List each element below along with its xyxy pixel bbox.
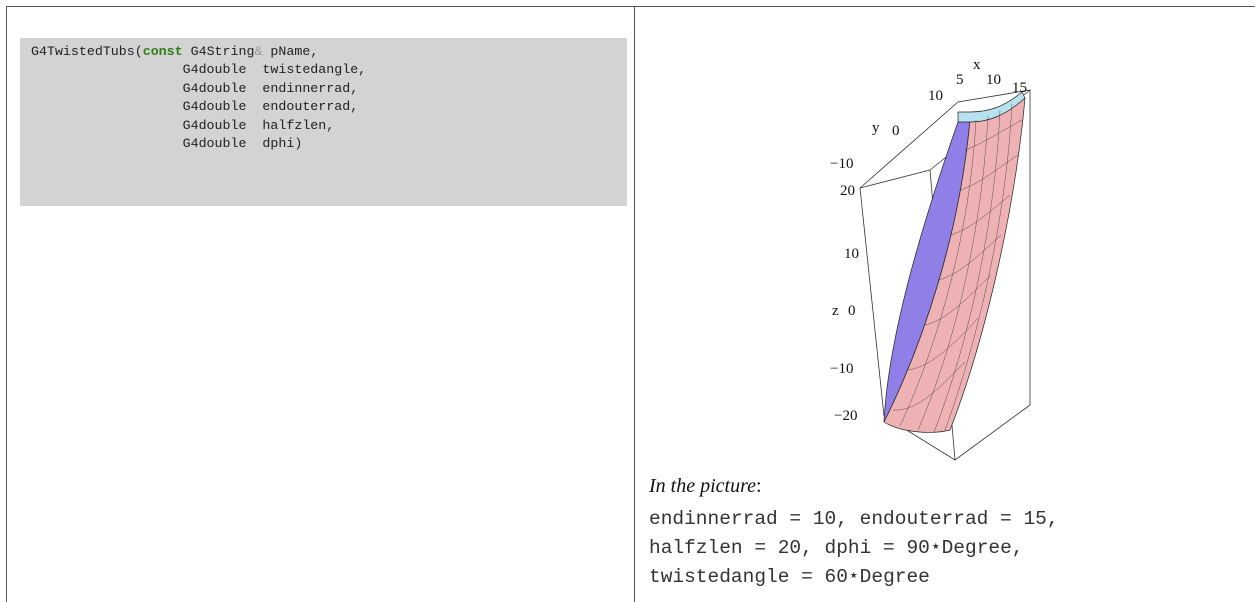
param-twistedangle: twistedangle, <box>262 62 367 78</box>
parameter-line: halfzlen = 20, dphi = 90⋆Degree, <box>649 537 1024 559</box>
figure-caption: In the picture: <box>649 475 762 498</box>
const-keyword: const <box>142 44 183 59</box>
param-type: G4double <box>182 117 247 133</box>
surface-mesh <box>892 103 1023 433</box>
y-tick: 10 <box>928 88 943 104</box>
function-name: G4TwistedTubs <box>31 44 135 59</box>
string-type: G4String <box>190 44 255 59</box>
param-type: G4double <box>182 99 247 115</box>
code-line-param: G4double endinnerrad, <box>31 80 627 98</box>
code-line-signature: G4TwistedTubs(const G4String& pName, <box>31 44 319 59</box>
x-tick: 10 <box>986 72 1001 88</box>
caption-label: In the picture <box>649 475 757 497</box>
code-line-param: G4double endouterrad, <box>31 98 627 116</box>
parameter-line: endinnerrad = 10, endouterrad = 15, <box>649 508 1059 530</box>
table-frame <box>6 6 1255 602</box>
z-tick: 10 <box>844 246 859 262</box>
outer-surface <box>883 97 1026 433</box>
twisted-solid <box>883 91 1026 433</box>
param-pname: pName, <box>270 44 319 59</box>
z-tick: −10 <box>830 361 853 377</box>
z-tick: −20 <box>834 408 857 424</box>
param-dphi: dphi) <box>262 135 303 151</box>
x-axis-label: x <box>973 57 981 73</box>
twisted-tubs-3d-figure: x 5 10 15 y 10 0 −10 20 10 z 0 −10 −20 <box>830 57 1031 461</box>
y-tick: −10 <box>830 156 853 172</box>
code-block: G4TwistedTubs(const G4String& pName, G4d… <box>20 38 627 206</box>
code-line-param: G4double twistedangle, <box>31 61 627 79</box>
y-tick: 0 <box>892 123 900 139</box>
parameter-list: endinnerrad = 10, endouterrad = 15, half… <box>649 505 1059 592</box>
z-tick: 0 <box>848 303 856 319</box>
param-endinnerrad: endinnerrad, <box>262 80 359 96</box>
caption-colon: : <box>756 475 762 497</box>
top-face <box>957 91 1026 123</box>
param-type: G4double <box>182 62 247 78</box>
z-tick: 20 <box>840 183 855 199</box>
code-line-param: G4double dphi) <box>31 135 627 153</box>
column-divider <box>634 7 635 602</box>
param-endouterrad: endouterrad, <box>262 99 359 115</box>
x-tick: 15 <box>1012 80 1027 96</box>
y-axis-label: y <box>872 120 880 136</box>
z-axis-label: z <box>832 303 839 319</box>
param-halfzlen: halfzlen, <box>262 117 335 133</box>
param-type: G4double <box>182 80 247 96</box>
x-tick: 5 <box>956 72 964 88</box>
parameter-line: twistedangle = 60⋆Degree <box>649 566 930 588</box>
code-line-param: G4double halfzlen, <box>31 117 627 135</box>
reference-symbol: & <box>254 44 263 59</box>
param-type: G4double <box>182 135 247 151</box>
